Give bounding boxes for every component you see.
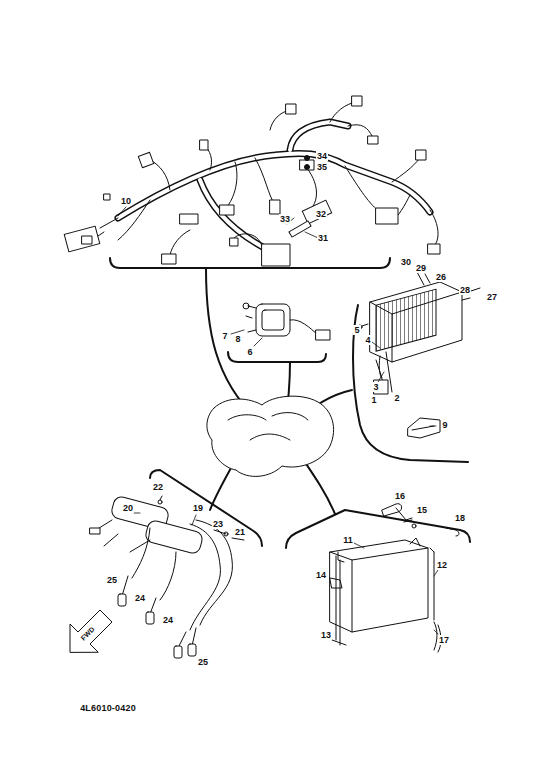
- callout-number: 3: [372, 382, 379, 392]
- callout-number: 19: [192, 503, 204, 513]
- forward-arrow: [70, 610, 112, 652]
- callout-number: 11: [342, 535, 354, 545]
- rectifier-regulator: [358, 270, 480, 438]
- callout-number: 27: [486, 292, 498, 302]
- battery: [330, 504, 459, 652]
- callout-number: 16: [394, 491, 406, 501]
- callout-number: 4: [364, 335, 371, 345]
- callout-number: 7: [221, 331, 228, 341]
- leader-line: [118, 207, 438, 634]
- drawing-code: 4L6010-0420: [79, 703, 137, 713]
- callout-number: 6: [246, 347, 253, 357]
- relay: [243, 303, 330, 340]
- group-bracket: [110, 258, 470, 548]
- ignition-coil: [90, 495, 244, 658]
- callout-number: 24: [134, 593, 146, 603]
- callout-number: 21: [234, 527, 246, 537]
- callout-number: 25: [197, 657, 209, 667]
- callout-number: 10: [120, 196, 132, 206]
- callout-number: 32: [315, 209, 327, 219]
- callout-number: 26: [435, 272, 447, 282]
- callout-number: 30: [400, 257, 412, 267]
- arrow-label: FWD: [78, 624, 98, 644]
- callout-number: 12: [436, 560, 448, 570]
- callout-number: 20: [122, 503, 134, 513]
- callout-number: 22: [152, 482, 164, 492]
- callout-number: 1: [370, 395, 377, 405]
- callout-number: 31: [317, 233, 329, 243]
- callout-number: 2: [393, 393, 400, 403]
- callout-number: 34: [316, 151, 328, 161]
- callout-number: 25: [106, 575, 118, 585]
- callout-number: 28: [459, 285, 471, 295]
- callout-number: 23: [212, 519, 224, 529]
- callout-number: 35: [316, 162, 328, 172]
- callout-number: 9: [441, 420, 448, 430]
- callout-number: 15: [416, 505, 428, 515]
- callout-number: 33: [279, 214, 291, 224]
- callout-number: 24: [162, 615, 174, 625]
- callout-number: 8: [234, 334, 241, 344]
- callout-number: 18: [454, 513, 466, 523]
- callout-number: 5: [353, 325, 360, 335]
- frame-outline: [207, 396, 334, 476]
- callout-number: 14: [315, 570, 327, 580]
- callout-number: 17: [438, 635, 450, 645]
- callout-number: 29: [415, 263, 427, 273]
- wire-harness: [64, 96, 440, 266]
- callout-number: 13: [320, 630, 332, 640]
